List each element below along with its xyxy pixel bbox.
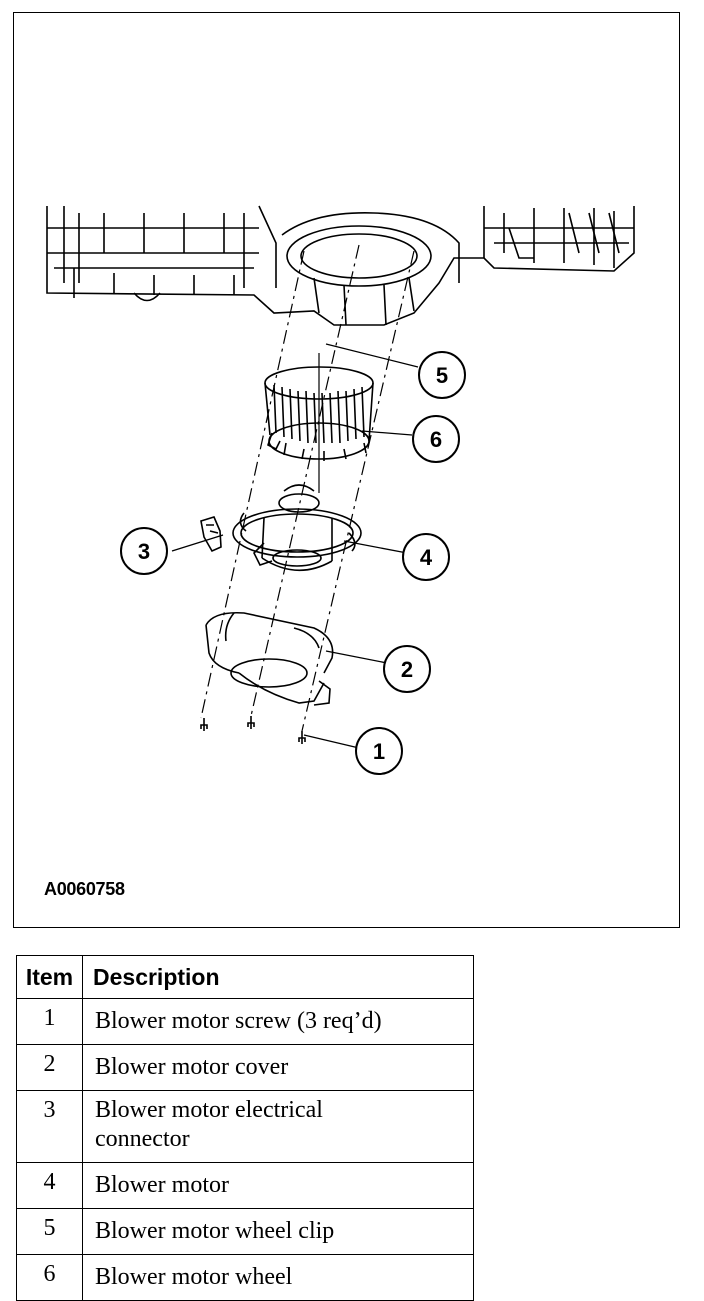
row-item-number: 3 [16,1090,83,1163]
row-description: Blower motor cover [82,1044,474,1091]
figure-id-label: A0060758 [44,879,125,899]
legend-header-row: Item Description [16,955,474,999]
hvac-housing [46,205,635,326]
row-description: Blower motor wheel clip [82,1208,474,1255]
row-description: Blower motor electrical connector [82,1090,474,1163]
row-item-number: 1 [16,998,83,1045]
table-row: 4 Blower motor [16,1162,474,1209]
parts-legend-table: Item Description 1 Blower motor screw (3… [16,955,474,1301]
row-item-number: 2 [16,1044,83,1091]
row-item-number: 5 [16,1208,83,1255]
assembly-lines [200,244,415,732]
callout-2-label: 2 [401,657,413,682]
callout-3: 3 [120,527,168,575]
screws [200,716,306,744]
callout-2: 2 [383,645,431,693]
table-row: 1 Blower motor screw (3 req’d) [16,998,474,1045]
row-description: Blower motor [82,1162,474,1209]
table-row: 3 Blower motor electrical connector [16,1090,474,1163]
leader-lines [171,343,419,749]
callout-4-label: 4 [420,545,433,570]
callout-1-label: 1 [373,739,385,764]
row-description: Blower motor screw (3 req’d) [82,998,474,1045]
row-item-number: 4 [16,1162,83,1209]
exploded-view-figure: 5 6 3 4 2 1 A0060758 [13,12,680,928]
blower-motor-cover [205,611,334,706]
table-row: 6 Blower motor wheel [16,1254,474,1301]
callout-6-label: 6 [430,427,442,452]
blower-motor-illustration: 5 6 3 4 2 1 [46,205,635,775]
header-item: Item [16,955,83,999]
table-row: 5 Blower motor wheel clip [16,1208,474,1255]
table-row: 2 Blower motor cover [16,1044,474,1091]
callout-4: 4 [402,533,450,581]
callout-1: 1 [355,727,403,775]
row-item-number: 6 [16,1254,83,1301]
header-description: Description [82,955,474,999]
callout-3-label: 3 [138,539,150,564]
row-description: Blower motor wheel [82,1254,474,1301]
electrical-connector [200,516,222,553]
blower-motor [232,484,362,572]
callout-5-label: 5 [436,363,448,388]
callout-6: 6 [412,415,460,463]
callout-5: 5 [418,351,466,399]
